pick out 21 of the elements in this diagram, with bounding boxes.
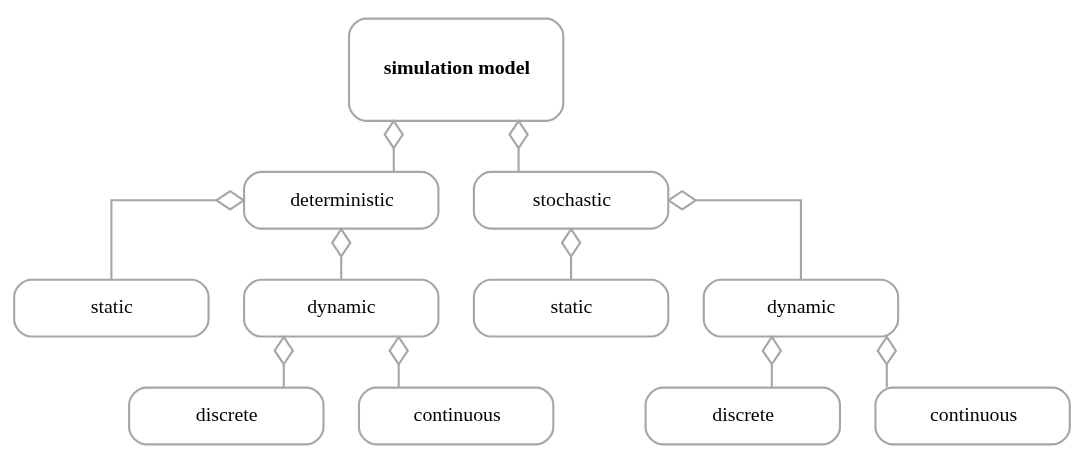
connector	[876, 334, 898, 387]
connector	[110, 189, 246, 279]
node-box: stochastic	[472, 170, 670, 230]
node-box: deterministic	[243, 170, 440, 230]
node-box: simulation model	[347, 17, 565, 122]
connector	[508, 118, 529, 172]
connector	[666, 189, 802, 279]
node-box: static	[472, 278, 670, 338]
connector	[383, 118, 405, 172]
node-box: dynamic	[243, 278, 440, 338]
connector	[388, 334, 410, 387]
connector	[761, 334, 783, 387]
node-box: discrete	[644, 386, 841, 445]
node-box: static	[13, 278, 210, 338]
node-box: discrete	[128, 386, 325, 445]
connector	[330, 226, 352, 279]
connector	[273, 334, 295, 387]
node-box: continuous	[874, 386, 1071, 445]
node-box: continuous	[357, 386, 555, 445]
node-box: dynamic	[702, 278, 900, 338]
connector	[560, 226, 582, 279]
